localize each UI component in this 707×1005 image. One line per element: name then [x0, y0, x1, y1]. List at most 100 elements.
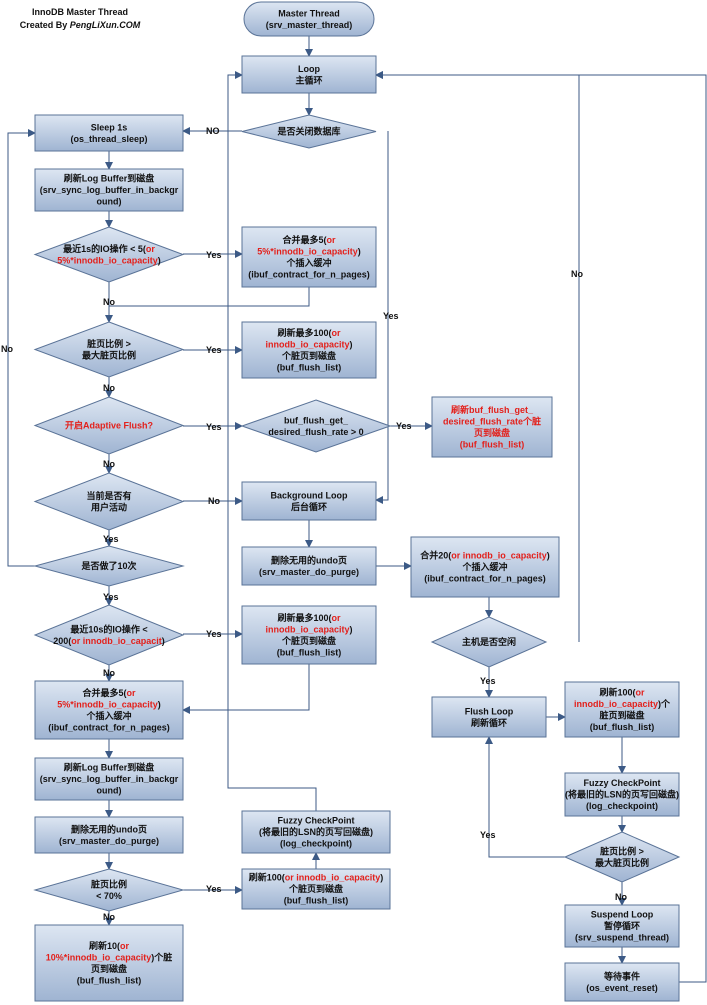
box-shape: [241, 55, 377, 94]
node-label: Master Thread(srv_master_thread): [266, 8, 353, 30]
node-dirty-q2: 脏页比例 >最大脏页比例: [563, 831, 681, 883]
label-segment: innodb_io_capacity: [265, 339, 349, 349]
edge-label: Yes: [103, 592, 119, 602]
label-segment: ): [162, 636, 165, 646]
edge-label: No: [103, 668, 115, 678]
label-segment: (os_thread_sleep): [70, 134, 147, 144]
label-segment: (ibuf_contract_for_n_pages): [48, 722, 170, 732]
label-segment: 个插入缓冲: [85, 710, 131, 721]
decision-shape: [241, 114, 377, 149]
box-shape: [564, 904, 680, 948]
box-shape: [431, 396, 553, 458]
label-segment: Fuzzy CheckPoint: [583, 778, 660, 788]
label-segment: (srv_master_thread): [266, 20, 353, 30]
terminal-shape: [243, 1, 375, 37]
label-segment: (buf_flush_list): [460, 439, 525, 449]
label-segment: 脏页比例 >: [87, 338, 131, 349]
node-label: Sleep 1s (os_thread_sleep): [70, 122, 147, 144]
edge-line: [375, 131, 389, 504]
label-segment: 主循环: [295, 74, 322, 85]
label-segment: or innodb_io_capacit: [71, 636, 162, 646]
label-segment: ): [350, 339, 353, 349]
node-fuzzy-b: Fuzzy CheckPoint(将最旧的LSN的页写回磁盘)(log_chec…: [241, 810, 391, 854]
label-segment: Sleep 1s: [91, 122, 128, 132]
node-label: 开启Adaptive Flush?: [65, 420, 153, 431]
label-segment: (ibuf_contract_for_n_pages): [424, 574, 546, 584]
label-segment: or: [327, 235, 336, 245]
decision-shape: [33, 868, 185, 912]
label-segment: (log_checkpoint): [586, 801, 658, 811]
node-label: 刷新Log Buffer到磁盘(srv_sync_log_buffer_in_b…: [40, 173, 179, 207]
label-segment: )个脏: [151, 951, 172, 962]
edge-label: Yes: [206, 345, 222, 355]
node-label: 是否关闭数据库: [276, 126, 340, 137]
node-label: 删除无用的undo页(srv_master_do_purge): [259, 554, 359, 577]
label-segment: (将最旧的LSN的页写回磁盘): [565, 789, 679, 800]
node-io10s-q: 最近10s的IO操作 <200(or innodb_io_capacit): [33, 604, 185, 666]
label-segment: ound): [97, 197, 122, 207]
box-shape: [410, 536, 560, 598]
edge-label: No: [103, 459, 115, 469]
box-shape: [241, 605, 377, 665]
decision-shape: [33, 472, 185, 531]
label-segment: 200(: [53, 636, 71, 646]
label-segment: 刷新循环: [471, 717, 507, 728]
edge-label: Yes: [206, 629, 222, 639]
edge-label: Yes: [103, 534, 119, 544]
edge-line: [375, 71, 707, 983]
edge-line: [227, 71, 317, 811]
label-segment: )个: [658, 698, 671, 709]
edge-label: Yes: [206, 884, 222, 894]
label-segment: desired_flush_rate个脏: [443, 415, 541, 426]
label-segment: ): [350, 624, 353, 634]
label-segment: 最大脏页比例: [595, 857, 649, 868]
box-shape: [564, 772, 680, 817]
label-segment: 个脏页到磁盘: [281, 635, 336, 646]
label-segment: Flush Loop: [465, 706, 514, 716]
node-shutdown-q: 是否关闭数据库: [241, 114, 377, 149]
label-segment: 5%*innodb_io_capacity: [257, 246, 358, 256]
node-label: 是否做了10次: [80, 560, 136, 571]
edge-label: Yes: [206, 250, 222, 260]
edge-label: Yes: [206, 422, 222, 432]
box-shape: [34, 114, 184, 152]
label-segment: buf_flush_get_: [284, 415, 349, 425]
label-segment: (将最旧的LSN的页写回磁盘): [259, 826, 373, 837]
decision-shape: [33, 396, 185, 455]
decision-shape: [33, 604, 185, 666]
label-segment: Background Loop: [271, 490, 348, 500]
node-dirty-q1: 脏页比例 >最大脏页比例: [33, 321, 185, 378]
label-segment: 是否关闭数据库: [276, 126, 340, 137]
node-sleep: Sleep 1s (os_thread_sleep): [34, 114, 184, 152]
edge-label: No: [208, 496, 220, 506]
node-rate-q: buf_flush_get_desired_flush_rate > 0: [240, 399, 392, 453]
label-segment: 刷新最多100(: [277, 612, 331, 623]
label-segment: 等待事件: [603, 970, 640, 981]
label-segment: 5%*innodb_io_capacity: [57, 699, 158, 709]
node-label: 合并20(or innodb_io_capacity)个插入缓冲(ibuf_co…: [420, 550, 550, 584]
box-shape: [241, 810, 391, 854]
node-ten-q: 是否做了10次: [33, 545, 185, 587]
edge-label: Yes: [383, 311, 399, 321]
box-shape: [241, 226, 377, 288]
label-segment: (buf_flush_list): [590, 722, 655, 732]
node-label: 脏页比例 >最大脏页比例: [595, 845, 649, 868]
label-segment: (buf_flush_list): [277, 647, 342, 657]
edge-label: Yes: [480, 676, 496, 686]
label-segment: 合并20(: [420, 550, 451, 561]
label-segment: (srv_sync_log_buffer_in_backgr: [40, 185, 179, 195]
